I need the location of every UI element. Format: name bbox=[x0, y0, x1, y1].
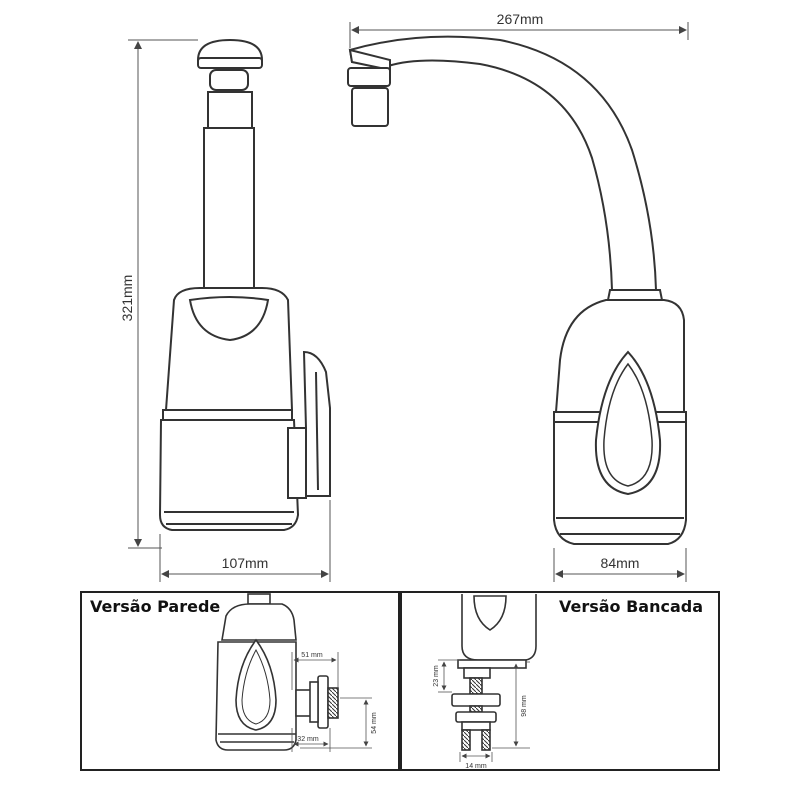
bench-dimension-a: 23 mm bbox=[433, 665, 440, 687]
wall-version-title: Versão Parede bbox=[90, 597, 220, 616]
wall-dimension-a: 51 mm bbox=[301, 652, 323, 659]
bench-dimension-c: 14 mm bbox=[465, 763, 487, 770]
side-depth-dimension-label: 107mm bbox=[222, 555, 269, 571]
wall-dimension-b: 32 mm bbox=[297, 736, 319, 743]
wall-version-dimension-lines bbox=[291, 652, 372, 752]
wall-version-drawing bbox=[215, 593, 339, 751]
dimension-lines bbox=[128, 22, 689, 582]
bench-version-panel bbox=[400, 591, 720, 771]
bench-version-drawing bbox=[451, 594, 537, 751]
wall-dimension-c: 54 mm bbox=[371, 712, 378, 734]
front-depth-dimension-label: 84mm bbox=[601, 555, 640, 571]
faucet-front-view bbox=[347, 35, 687, 545]
bench-version-dimension-lines bbox=[438, 659, 530, 762]
bench-version-title: Versão Bancada bbox=[559, 597, 703, 616]
height-dimension-label: 321mm bbox=[119, 275, 135, 322]
faucet-side-view bbox=[158, 38, 331, 531]
reach-dimension-label: 267mm bbox=[497, 11, 544, 27]
bench-dimension-b: 98 mm bbox=[521, 695, 528, 717]
